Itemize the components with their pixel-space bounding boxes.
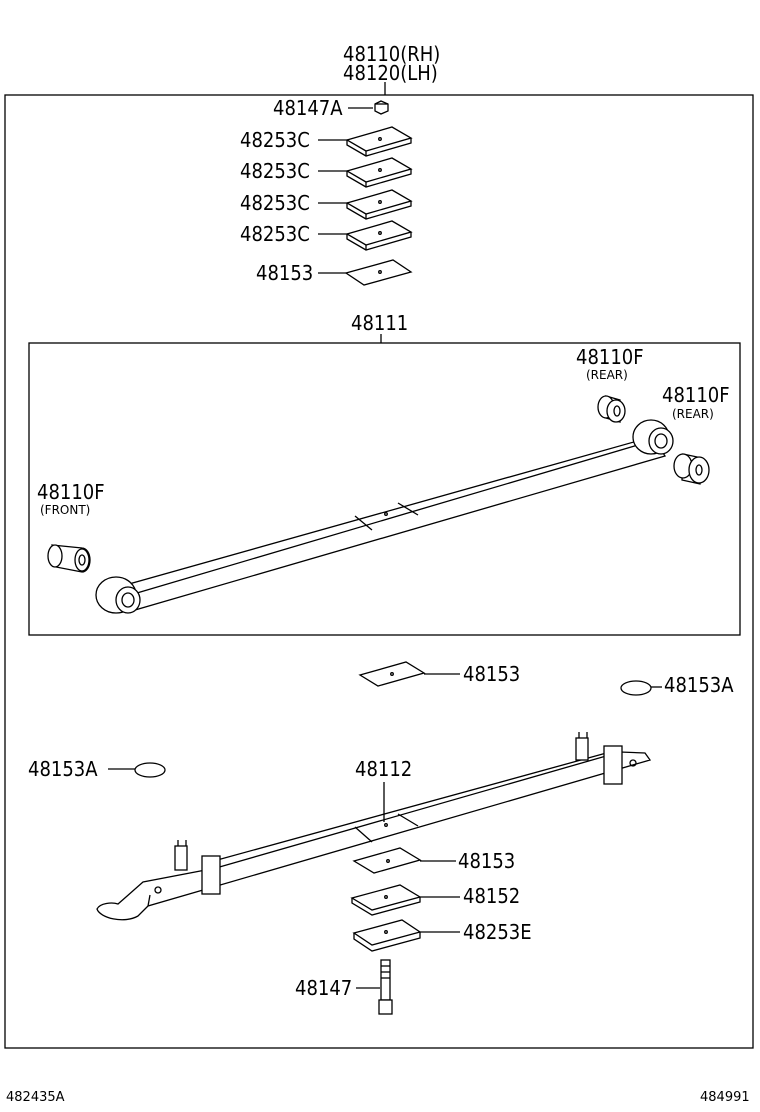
- outer-frame: [4, 94, 754, 1049]
- spacer-48253c-4: [318, 220, 413, 251]
- bushing-rear-1-note: (REAR): [586, 368, 628, 382]
- pad-top-label: 48153: [256, 261, 314, 285]
- spacer-48253c-2: [318, 157, 413, 188]
- plate-label: 48152: [463, 884, 521, 908]
- spacer-2-label: 48253C: [240, 159, 310, 183]
- second-leaf-label: 48112: [355, 757, 413, 781]
- second-leaf-48112: [96, 732, 652, 921]
- footer-left-ref: 482435A: [6, 1090, 65, 1105]
- spacer-3-label: 48253C: [240, 191, 310, 215]
- round-pad-left: [108, 762, 166, 778]
- spacer-48253c-1: [318, 126, 413, 157]
- nut-label: 48147A: [273, 96, 343, 120]
- spacer-1-label: 48253C: [240, 128, 310, 152]
- bushing-front-label: 48110F: [37, 480, 105, 504]
- round-pad-right-label: 48153A: [664, 673, 734, 697]
- bolt-48147-part: [356, 959, 393, 1015]
- bushing-rear-2-label: 48110F: [662, 383, 730, 407]
- bushing-rear-2-part: [673, 453, 710, 485]
- bolt-label: 48147: [295, 976, 353, 1000]
- pad-low-label: 48153: [458, 849, 516, 873]
- main-leaf-48111: [95, 419, 674, 614]
- bushing-rear-1-part: [597, 395, 626, 423]
- spacer-4-label: 48253C: [240, 222, 310, 246]
- round-pad-left-label: 48153A: [28, 757, 98, 781]
- pad-48153-low: [352, 847, 456, 874]
- bushing-rear-1-label: 48110F: [576, 345, 644, 369]
- spacer-e-label: 48253E: [463, 920, 532, 944]
- pad-48153-top: [318, 259, 413, 286]
- bushing-front-note: (FRONT): [40, 503, 91, 517]
- spacer-48253e-part: [352, 919, 460, 952]
- assembly-lh-label: 48120(LH): [343, 61, 438, 85]
- nut-48147a-part: [348, 100, 389, 115]
- bushing-rear-2-note: (REAR): [672, 407, 714, 421]
- pad-mid-label: 48153: [463, 662, 521, 686]
- inner-frame: [28, 342, 741, 636]
- round-pad-right: [620, 680, 662, 696]
- main-leaf-label: 48111: [351, 311, 409, 335]
- plate-48152-part: [350, 884, 460, 916]
- pad-48153-middle: [358, 661, 460, 687]
- bushing-front-part: [47, 544, 91, 573]
- footer-right-ref: 484991: [700, 1090, 750, 1105]
- assembly-rh-label: 48110(RH): [343, 42, 441, 66]
- spacer-48253c-3: [318, 189, 413, 220]
